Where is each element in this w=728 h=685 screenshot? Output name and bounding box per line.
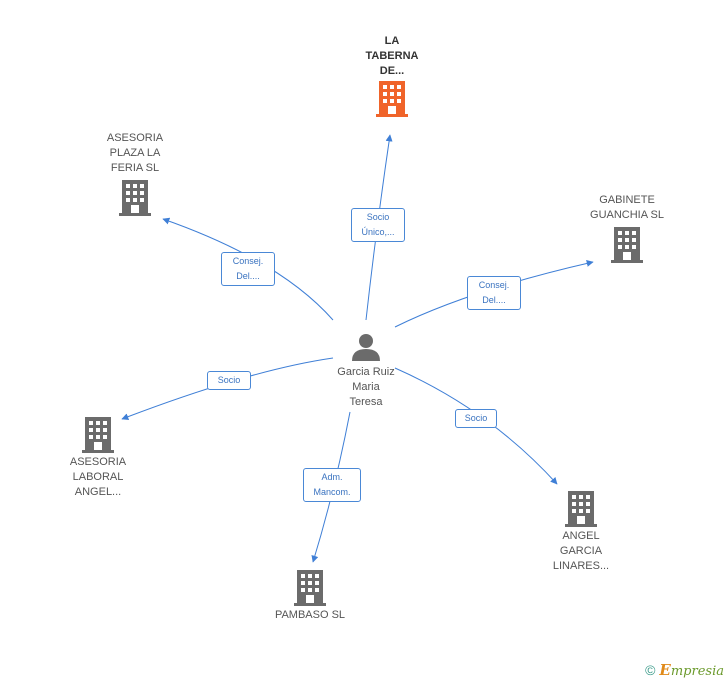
relation-label-pambaso[interactable]: Adm. Mancom. — [303, 468, 361, 502]
company-label: ANGEL GARCIA LINARES... — [552, 530, 610, 572]
person-icon — [352, 334, 380, 361]
company-asesoria-plaza[interactable]: ASESORIA PLAZA LA FERIA SL — [95, 131, 175, 216]
company-angel-garcia[interactable]: ANGEL GARCIA LINARES... — [541, 491, 621, 574]
company-gabinete-guanchia[interactable]: GABINETE GUANCHIA SL — [582, 193, 672, 263]
company-label: PAMBASO SL — [274, 609, 346, 621]
building-icon — [611, 227, 643, 263]
company-label: GABINETE GUANCHIA SL — [590, 194, 664, 221]
company-pambaso[interactable]: PAMBASO SL — [262, 570, 358, 623]
person-garcia-ruiz[interactable]: Garcia Ruiz Maria Teresa — [326, 333, 406, 410]
company-label: LA TABERNA DE... — [365, 35, 419, 77]
relation-label-gabinete[interactable]: Consej. Del.... — [467, 276, 521, 310]
building-icon — [294, 570, 326, 606]
building-icon — [82, 417, 114, 453]
building-icon — [565, 491, 597, 527]
brand-footer: ©Empresia — [645, 661, 724, 679]
relation-label-angel-garcia[interactable]: Socio — [455, 409, 497, 428]
company-label: ASESORIA LABORAL ANGEL... — [69, 456, 127, 498]
relation-label-asesoria-plaza[interactable]: Consej. Del.... — [221, 252, 275, 286]
building-icon — [119, 180, 151, 216]
company-la-taberna[interactable]: LA TABERNA DE... — [352, 34, 432, 117]
relation-label-asesoria-laboral[interactable]: Socio — [207, 371, 251, 390]
copyright-symbol: © — [645, 662, 656, 678]
relation-label-taberna[interactable]: Socio Único,... — [351, 208, 405, 242]
brand-name: mpresia — [670, 664, 724, 679]
company-label: ASESORIA PLAZA LA FERIA SL — [106, 132, 164, 174]
brand-initial: E — [659, 661, 671, 679]
brand-logo: Empresia — [659, 661, 724, 679]
company-asesoria-laboral[interactable]: ASESORIA LABORAL ANGEL... — [58, 417, 138, 500]
building-icon — [376, 81, 408, 117]
person-label: Garcia Ruiz Maria Teresa — [337, 366, 395, 408]
